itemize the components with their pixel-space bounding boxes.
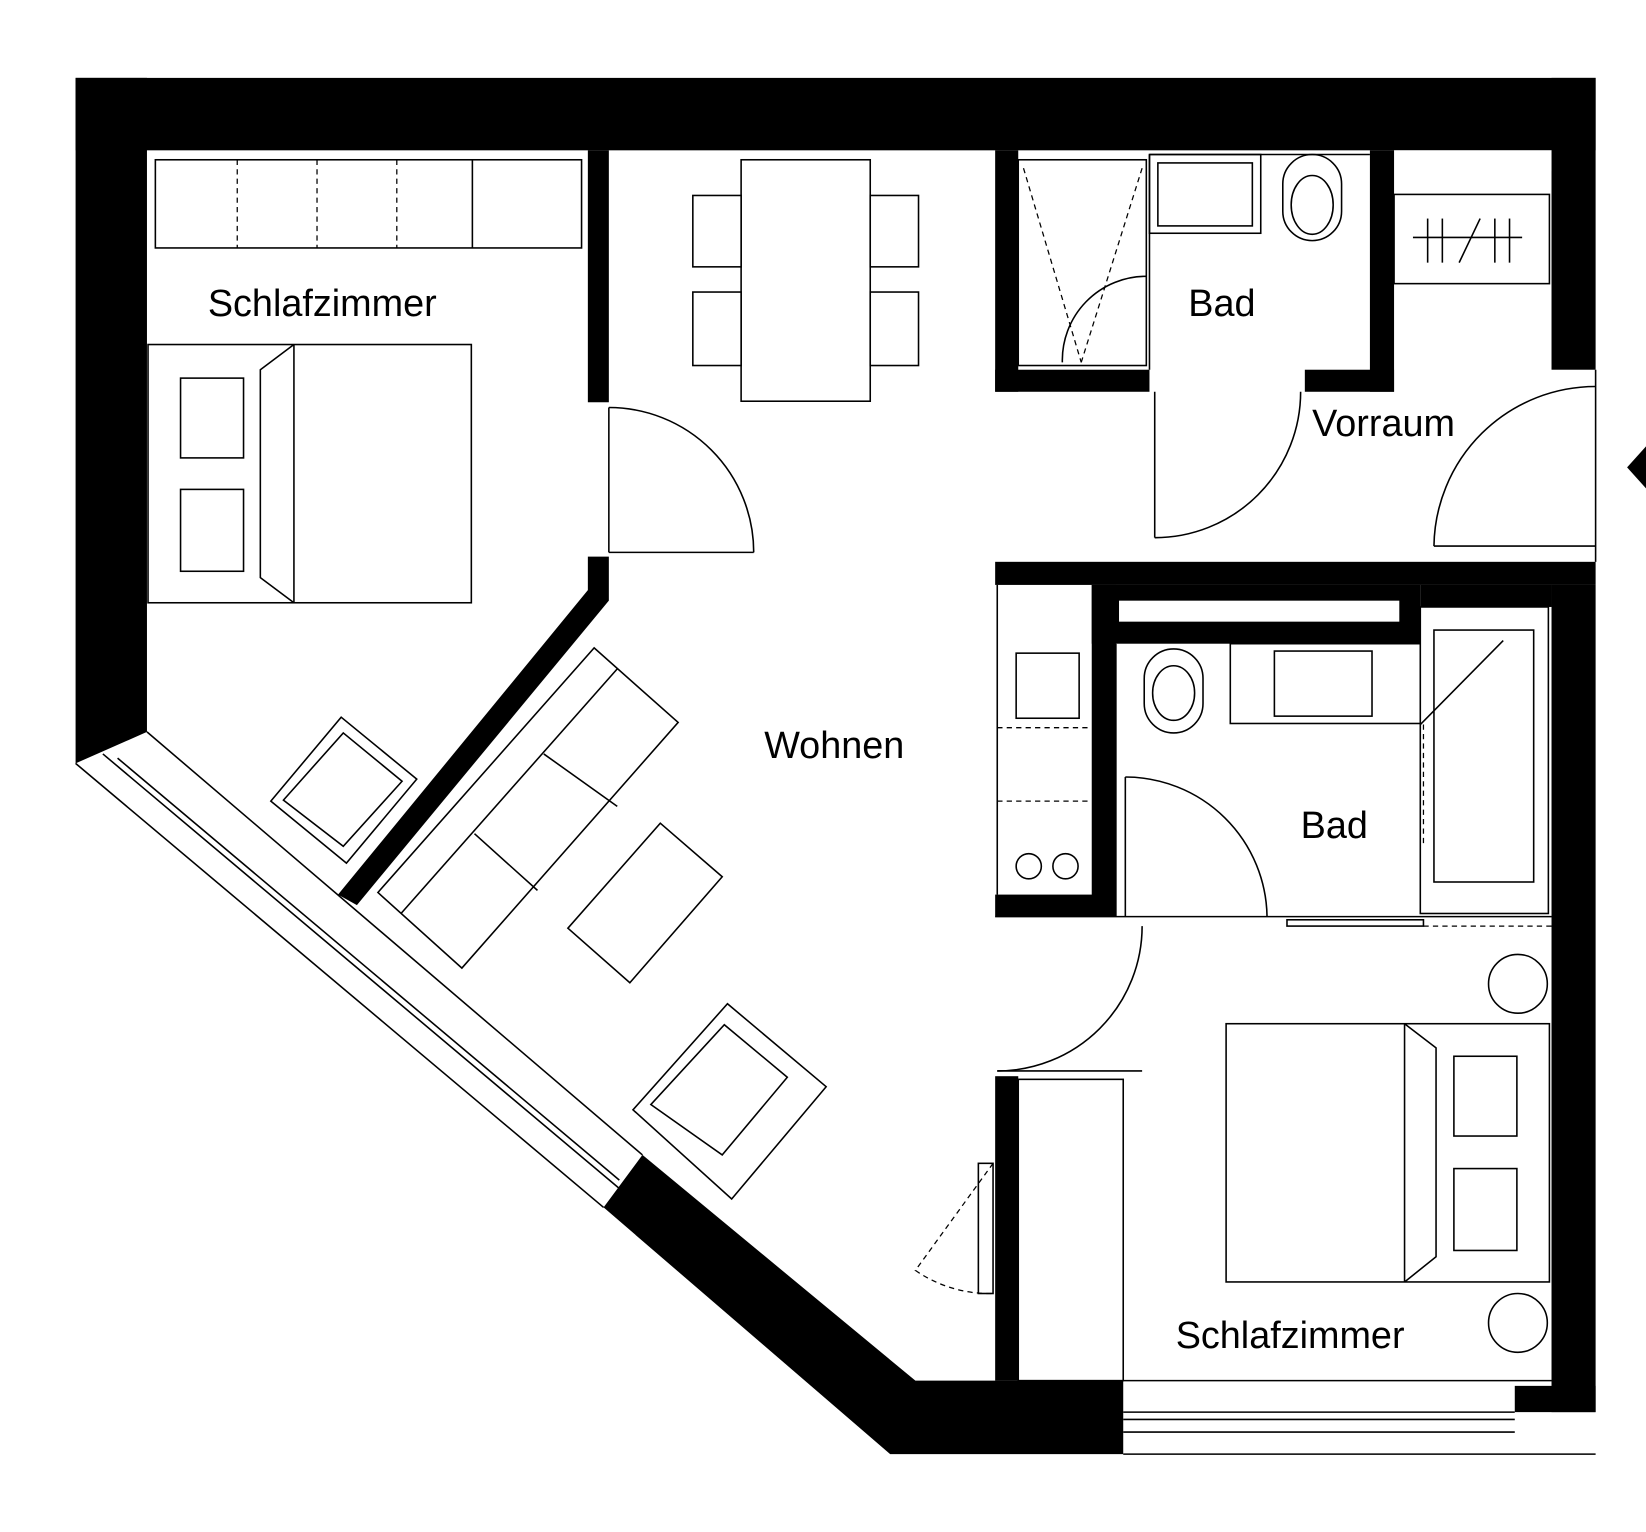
armchair (269, 716, 418, 865)
door-bedroom-1[interactable] (608, 406, 755, 554)
armchair-living (631, 1002, 828, 1201)
double-bed (147, 343, 473, 604)
walls (75, 77, 1596, 1455)
coffee-table (566, 822, 724, 984)
kitchen-counter (996, 584, 1092, 895)
door-bath-1[interactable] (1153, 391, 1302, 539)
nightstand-top (1487, 953, 1549, 1015)
toilet-1 (1282, 153, 1343, 242)
shower-1 (1017, 158, 1148, 367)
dining-table (692, 158, 920, 403)
sink-2 (1229, 642, 1422, 725)
utility-cabinet (1393, 193, 1551, 285)
balcony-door[interactable] (914, 1162, 994, 1295)
room-label-bedroom-2: Schlafzimmer (1176, 1315, 1405, 1357)
room-label-bath-1: Bad (1188, 283, 1255, 325)
bathtub (1419, 606, 1550, 915)
door-bath-2[interactable] (1124, 776, 1268, 917)
sliding-door[interactable] (995, 915, 1552, 927)
room-label-hall: Vorraum (1312, 403, 1455, 445)
entrance-door[interactable] (1433, 369, 1597, 562)
door-bedroom-2[interactable] (997, 926, 1143, 1072)
wardrobe-2 (1017, 1078, 1125, 1382)
toilet-2 (1143, 648, 1204, 734)
nightstand-bottom (1487, 1292, 1549, 1354)
sofa (376, 646, 680, 970)
sink-1 (1148, 153, 1262, 235)
window-bottom (1123, 1411, 1596, 1455)
double-bed-2 (1225, 1022, 1551, 1283)
room-label-bedroom-1: Schlafzimmer (208, 283, 437, 325)
room-label-bath-2: Bad (1301, 805, 1368, 847)
window-diagonal (75, 731, 643, 1209)
room-label-living: Wohnen (764, 725, 904, 767)
wardrobe (154, 158, 583, 249)
entrance-arrow-icon (1627, 446, 1646, 489)
